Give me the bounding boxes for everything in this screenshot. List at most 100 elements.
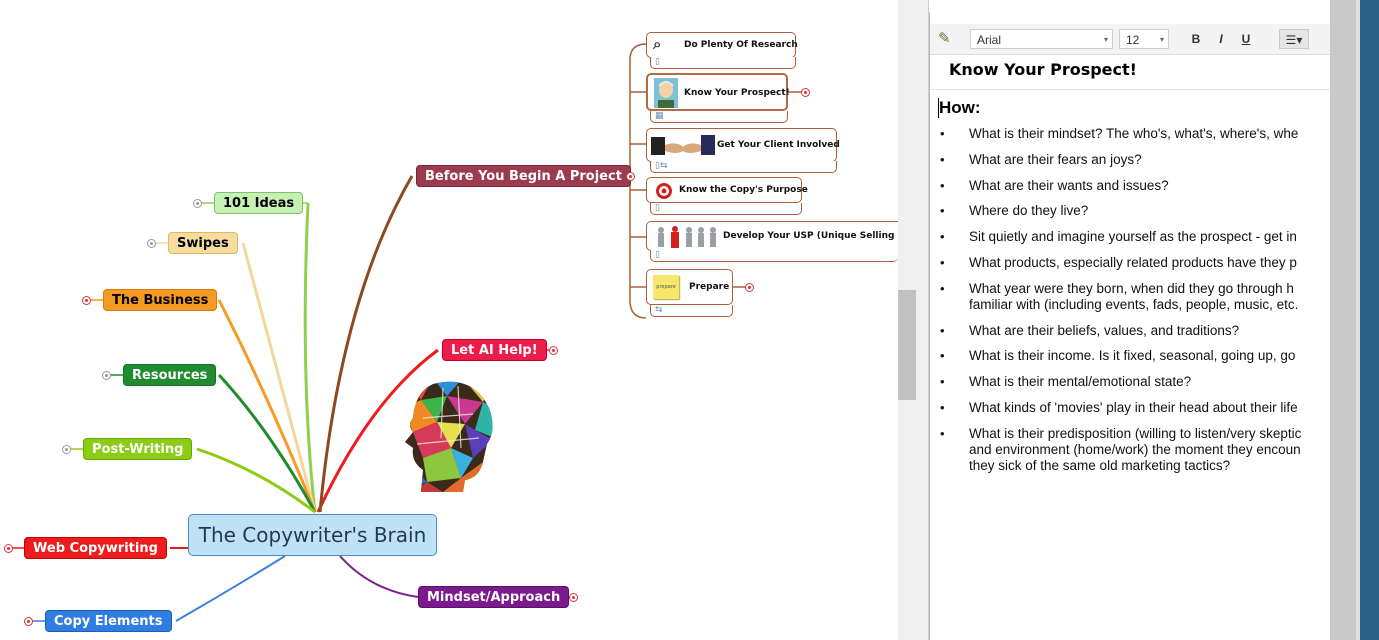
topic-label: Copy Elements [54,614,163,629]
map-scrollbar-thumb[interactable] [898,290,916,400]
collapse-toggle-icon[interactable] [102,371,111,380]
sticky-note-text: prepare [656,284,676,290]
note-indicator[interactable]: ▦ [650,111,788,123]
font-family-select[interactable]: Arial ▾ [970,29,1113,49]
list-item: What products, especially related produc… [930,255,1331,271]
sticky-note-icon: prepare [653,275,679,299]
subtopic-get-your-client-involved[interactable]: Get Your Client Involved [646,128,840,162]
list-item: What kinds of 'movies' play in their hea… [930,400,1331,416]
subtopic-label: Develop Your USP (Unique Selling Pro [723,231,898,241]
central-topic[interactable]: The Copywriter's Brain [188,514,437,556]
topic-label: 101 Ideas [223,196,295,211]
note-indicator[interactable]: ▯⇆ [650,161,837,173]
topic-label: Let AI Help! [451,343,538,358]
topic-swipes[interactable]: Swipes [168,232,238,254]
collapse-toggle-icon[interactable] [82,296,91,305]
window-edge-stripe [1356,0,1360,640]
handshake-icon [651,135,715,155]
subtopic-develop-your-usp[interactable]: Develop Your USP (Unique Selling Pro [646,221,898,251]
list-item: What are their wants and issues? [930,178,1331,194]
bold-button[interactable]: B [1191,32,1201,46]
font-size-select[interactable]: 12 ▾ [1119,29,1169,49]
subtopic-prepare[interactable]: prepare Prepare [646,269,733,305]
topic-copy-elements[interactable]: Copy Elements [45,610,172,632]
note-indicator[interactable]: ▯ [650,57,796,69]
mind-map-canvas[interactable]: 101 Ideas Swipes The Business Resources … [0,0,898,640]
topic-label: Post-Writing [92,442,184,457]
collapse-toggle-icon[interactable] [62,445,71,454]
collapse-toggle-icon[interactable] [4,544,13,553]
list-item: What is their mental/emotional state? [930,374,1331,390]
list-item: What year were they born, when did they … [930,281,1331,313]
collapse-toggle-icon[interactable] [24,617,33,626]
subtopic-label: Get Your Client Involved [717,140,840,150]
topic-label: Before You Begin A Project [425,169,622,184]
topic-101-ideas[interactable]: 101 Ideas [214,192,304,214]
note-indicator[interactable]: ⇆ [650,305,733,317]
note-icon: ▯ [655,250,660,260]
subtopic-know-your-prospect[interactable]: Know Your Prospect! [646,73,790,111]
note-icon: ▦ [655,111,664,121]
topic-post-writing[interactable]: Post-Writing [83,438,193,460]
list-item: What is their predisposition (willing to… [930,426,1331,474]
collapse-toggle-icon[interactable] [193,199,202,208]
window-frame-border [1360,0,1379,640]
people-icon [658,226,716,248]
collapse-toggle-icon[interactable] [626,172,635,181]
subtopic-do-plenty-of-research[interactable]: ⌕ Do Plenty Of Research [646,32,798,58]
note-indicator[interactable]: ▯ [650,250,898,262]
underline-button[interactable]: U [1241,32,1251,46]
align-left-icon[interactable]: ☰▾ [1279,29,1309,49]
list-item: What are their fears an joys? [930,152,1331,168]
note-indicator[interactable]: ▯ [650,203,802,215]
topic-the-business[interactable]: The Business [103,289,218,311]
collapse-toggle-icon[interactable] [147,239,156,248]
text-cursor [938,98,939,118]
mosaic-head-image [405,381,493,492]
collapse-toggle-icon[interactable] [549,346,558,355]
list-item: Where do they live? [930,203,1331,219]
chevron-down-icon: ▾ [1103,35,1108,44]
topic-let-ai-help[interactable]: Let AI Help! [442,339,547,361]
topic-label: Mindset/Approach [427,590,561,605]
topic-label: Swipes [177,236,229,251]
italic-button[interactable]: I [1219,32,1223,46]
note-icon: ▯ [655,57,660,67]
subtopic-label: Do Plenty Of Research [684,40,798,50]
list-item: What are their beliefs, values, and trad… [930,323,1331,339]
link-icon: ⇆ [655,305,663,315]
topic-resources[interactable]: Resources [123,364,217,386]
subtopic-know-the-copys-purpose[interactable]: Know the Copy's Purpose [646,177,808,203]
collapse-toggle-icon[interactable] [801,88,810,97]
note-bullet-list[interactable]: What is their mindset? The who's, what's… [930,126,1331,484]
topic-web-copywriting[interactable]: Web Copywriting [24,537,167,559]
subtopic-label: Know Your Prospect! [684,88,790,98]
paint-brush-icon[interactable]: ✎ [938,30,951,47]
notes-panel: ✎ Arial ▾ 12 ▾ B I U ☰▾ Know Your Prospe… [929,12,1331,640]
magnifier-icon: ⌕ [653,35,662,53]
note-icon: ▯⇆ [655,161,668,171]
note-title: Know Your Prospect! [949,60,1137,79]
window-edge [1330,0,1379,640]
list-item: Sit quietly and imagine yourself as the … [930,229,1331,245]
notes-toolbar: ✎ Arial ▾ 12 ▾ B I U ☰▾ [930,24,1331,55]
title-divider [930,89,1331,90]
font-size-value: 12 [1126,33,1140,47]
topic-label: Web Copywriting [33,541,158,556]
chevron-down-icon: ▾ [1159,35,1164,44]
topic-before-you-begin[interactable]: Before You Begin A Project [416,165,631,187]
man-portrait-icon [654,78,678,108]
note-icon: ▯ [655,203,660,213]
subtopic-label: Prepare [689,282,730,292]
topic-mindset-approach[interactable]: Mindset/Approach [418,586,570,608]
list-item: What is their mindset? The who's, what's… [930,126,1331,142]
topic-label: The Business [112,293,209,308]
collapse-toggle-icon[interactable] [569,593,578,602]
topic-label: Resources [132,368,208,383]
note-heading: How: [939,98,981,117]
list-item: What is their income. Is it fixed, seaso… [930,348,1331,364]
target-icon [656,183,672,199]
collapse-toggle-icon[interactable] [745,283,754,292]
central-topic-label: The Copywriter's Brain [198,523,427,547]
font-family-value: Arial [977,33,1002,47]
